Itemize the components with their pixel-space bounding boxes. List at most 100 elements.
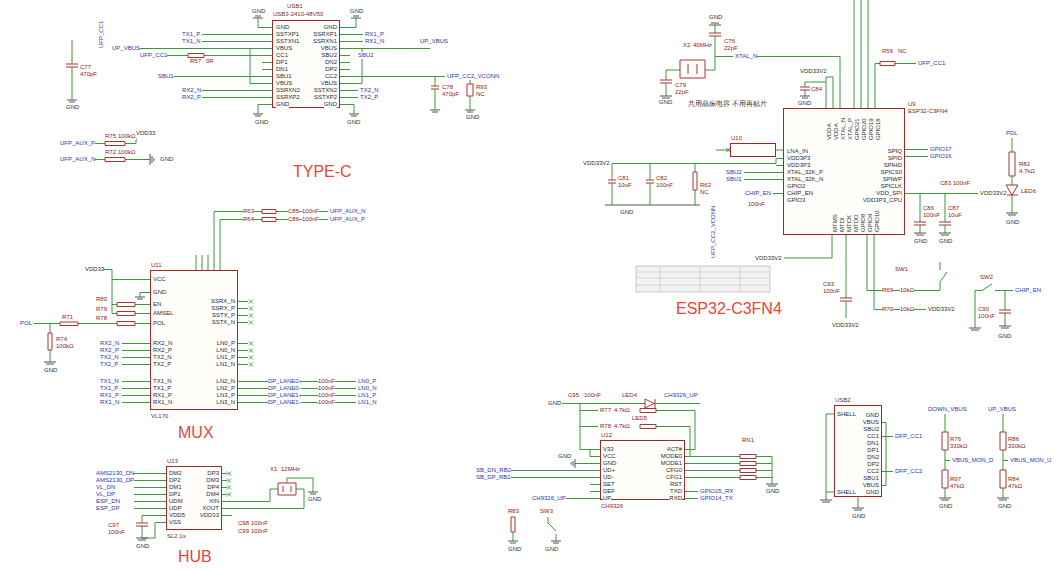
pin-name: GPIO8 [860, 214, 867, 232]
power-label: VDD33 [85, 266, 104, 273]
pin-name: VBUS [863, 419, 879, 426]
ground-symbol [44, 16, 1018, 543]
pin-name: SSTX_P [212, 312, 235, 319]
pin-name: SSTXN2 [314, 87, 337, 94]
pin-name: SSTXP2 [314, 94, 337, 101]
pin-name: DN2 [867, 454, 879, 461]
component-value: R84 [1008, 476, 1019, 483]
component-value: R78 [600, 423, 611, 430]
pin-name: GND [324, 24, 337, 31]
net-label: TX2_P [360, 94, 378, 101]
pin-name: DN1 [276, 66, 288, 73]
net-label: SBU1 [158, 73, 174, 80]
pin-name: XTAL_32K_P [787, 169, 823, 176]
part-number: CH9326 [601, 503, 623, 510]
component-value: 10uF [618, 182, 632, 189]
pin-name: RX2_N [153, 340, 172, 347]
pin-name: MODE1 [661, 460, 682, 467]
pin-name: RX2_P [153, 347, 172, 354]
component-value: R80 [96, 296, 107, 303]
pin-name: CC2 [325, 73, 337, 80]
component-value: C86 [288, 216, 299, 223]
pin-name: VBUS [863, 482, 879, 489]
power-label: GND [44, 367, 57, 374]
power-label: GND [620, 209, 633, 216]
pin-name: SPIHD [884, 162, 902, 169]
part-number: VL170 [151, 413, 168, 420]
power-label: GND [545, 546, 558, 553]
power-label: VDD33V2 [755, 255, 782, 262]
net-label: GPIO16 [930, 153, 952, 160]
pin-name: DP2 [325, 66, 337, 73]
pin-name: TX2_P [153, 361, 171, 368]
pin-name: EN [153, 301, 161, 308]
net-label: AMS2130_DP [96, 477, 134, 484]
component-value: R93 [476, 84, 487, 91]
pin-name: SBU2 [863, 426, 879, 433]
component-value: 4.7kΩ [614, 423, 630, 430]
power-label: GND [508, 546, 521, 553]
component-value: C77 [80, 64, 91, 71]
component-value: 100nF [108, 529, 125, 536]
note-table [636, 266, 770, 292]
net-label: VL_DN [96, 484, 115, 491]
component-value: 100nF [748, 201, 765, 208]
crystal-symbol [278, 60, 705, 495]
net-label: GPIO17 [930, 146, 952, 153]
pin-name: LN1_P [217, 354, 235, 361]
pin-name: RX1_N [153, 399, 172, 406]
pin-name: UD- [603, 474, 614, 481]
net-label: SB_DN_RB2 [476, 467, 511, 474]
net-label: RX2_N [100, 340, 119, 347]
net-label: UFP_AUX_N [330, 208, 365, 215]
pin-name: XTAL_P [847, 118, 854, 140]
net-label: UFP_CC1 [918, 60, 945, 67]
pin-name: SBU1 [276, 73, 292, 80]
component-value: 100nF [953, 180, 970, 187]
pin-name: SSTXP1 [276, 31, 299, 38]
component-value: 4.7kΩ [1019, 168, 1035, 175]
part-designator: USB1 [287, 3, 303, 10]
net-label: SBU2 [358, 52, 374, 59]
net-label: UP_VBUS [988, 406, 1016, 413]
pin-name: VBUS [276, 45, 292, 52]
power-label: GND [766, 488, 779, 495]
pin-name: XIN [209, 498, 219, 505]
pin-name: DP2 [169, 477, 181, 484]
net-label: RX2_N [182, 87, 201, 94]
component-value: SW1 [895, 266, 908, 273]
pin-name: SPIWP [883, 176, 902, 183]
pin-name: TX1_N [153, 378, 172, 385]
power-label: GND [548, 400, 561, 407]
pin-name: RST [670, 481, 682, 488]
component-value: 0R [206, 58, 214, 65]
pin-name: TX1_P [153, 385, 171, 392]
component-value: 10uF [948, 212, 962, 219]
pin-name: GPIO21 [854, 118, 861, 140]
power-label: VDD33V2 [980, 190, 1007, 197]
component-value: R83 [508, 508, 519, 515]
power-label: GND [350, 8, 363, 15]
net-label: RX1_N [365, 38, 384, 45]
pin-name: DM3 [206, 477, 219, 484]
pin-name: VDD3P3_CPU [863, 197, 902, 204]
component-value: C82 [656, 175, 667, 182]
power-label: VDD33V2 [832, 322, 859, 329]
power-label: GND [160, 156, 173, 163]
component-value: 10kΩ [900, 287, 914, 294]
pin-name: MTDO [853, 214, 860, 232]
component-value: 100kΩ [56, 343, 74, 350]
pin-name: GND [276, 24, 289, 31]
part-designator: USB2 [835, 397, 851, 404]
part-designator: U13 [167, 458, 178, 465]
component-value: C79 [675, 82, 686, 89]
net-label: RX1_P [365, 31, 384, 38]
component-value: C87 [948, 205, 959, 212]
pin-name: GPIO10 [874, 210, 881, 232]
pin-name: UDM [169, 498, 183, 505]
pin-name: GND [866, 489, 879, 496]
component-value: NC [700, 189, 709, 196]
pin-name: CFG0 [666, 467, 682, 474]
net-label: GPIO14_TX [700, 495, 733, 502]
pin-name: LN1_N [216, 361, 235, 368]
